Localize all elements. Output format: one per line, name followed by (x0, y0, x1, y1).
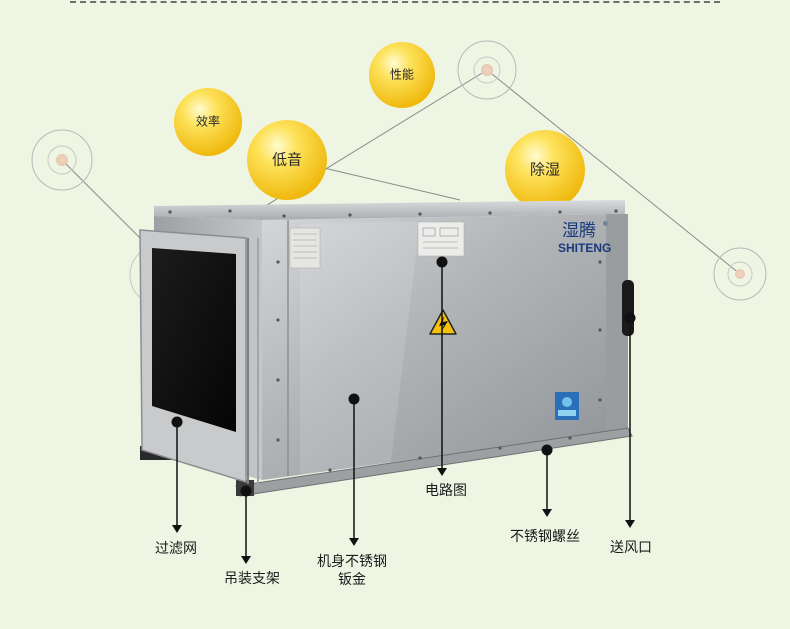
bubble-performance: 性能 (369, 42, 435, 108)
svg-text:效率: 效率 (196, 114, 220, 129)
brand-logo: 湿腾 SHITENG ® (558, 221, 611, 255)
filter-mesh (152, 248, 236, 432)
callout-pointers (171, 256, 636, 564)
unit-right-end (606, 214, 628, 436)
unit-front-panel (262, 214, 625, 480)
emblem-sticker (555, 392, 579, 420)
target-left (31, 129, 93, 191)
target-top (457, 40, 517, 100)
bubble-low-noise: 低音 (247, 120, 327, 200)
circuit-diagram-sticker (417, 221, 465, 257)
callout-sheet-metal-label-line2: 钣金 (338, 572, 366, 588)
air-outlet-duct (622, 280, 634, 336)
dehumidifier-unit: 湿腾 SHITENG ® (139, 200, 634, 497)
callout-circuit-label: 电路图 (425, 483, 467, 499)
high-voltage-warning-icon (429, 309, 457, 335)
callout-air-outlet-label: 送风口 (610, 540, 652, 556)
bubble-efficiency: 效率 (174, 88, 242, 156)
callout-screws-label: 不锈钢螺丝 (510, 529, 580, 545)
spec-label (289, 227, 321, 269)
bubble-dehumidify: 除湿 (505, 130, 585, 210)
callout-hanging-bracket-label: 吊装支架 (224, 571, 280, 587)
svg-text:性能: 性能 (390, 68, 414, 82)
svg-text:湿腾: 湿腾 (562, 221, 596, 241)
connector-lines (61, 69, 741, 275)
top-dashed-rule (70, 1, 720, 3)
svg-text:SHITENG: SHITENG (558, 241, 611, 255)
callout-filter-label: 过滤网 (155, 541, 197, 557)
target-right (713, 247, 767, 301)
panel-screws (168, 209, 618, 472)
svg-text:除湿: 除湿 (530, 161, 560, 179)
svg-text:®: ® (603, 221, 608, 228)
callout-sheet-metal-label-line1: 机身不锈钢 (317, 554, 387, 570)
unit-top-surface (154, 200, 625, 220)
svg-text:低音: 低音 (272, 151, 302, 169)
